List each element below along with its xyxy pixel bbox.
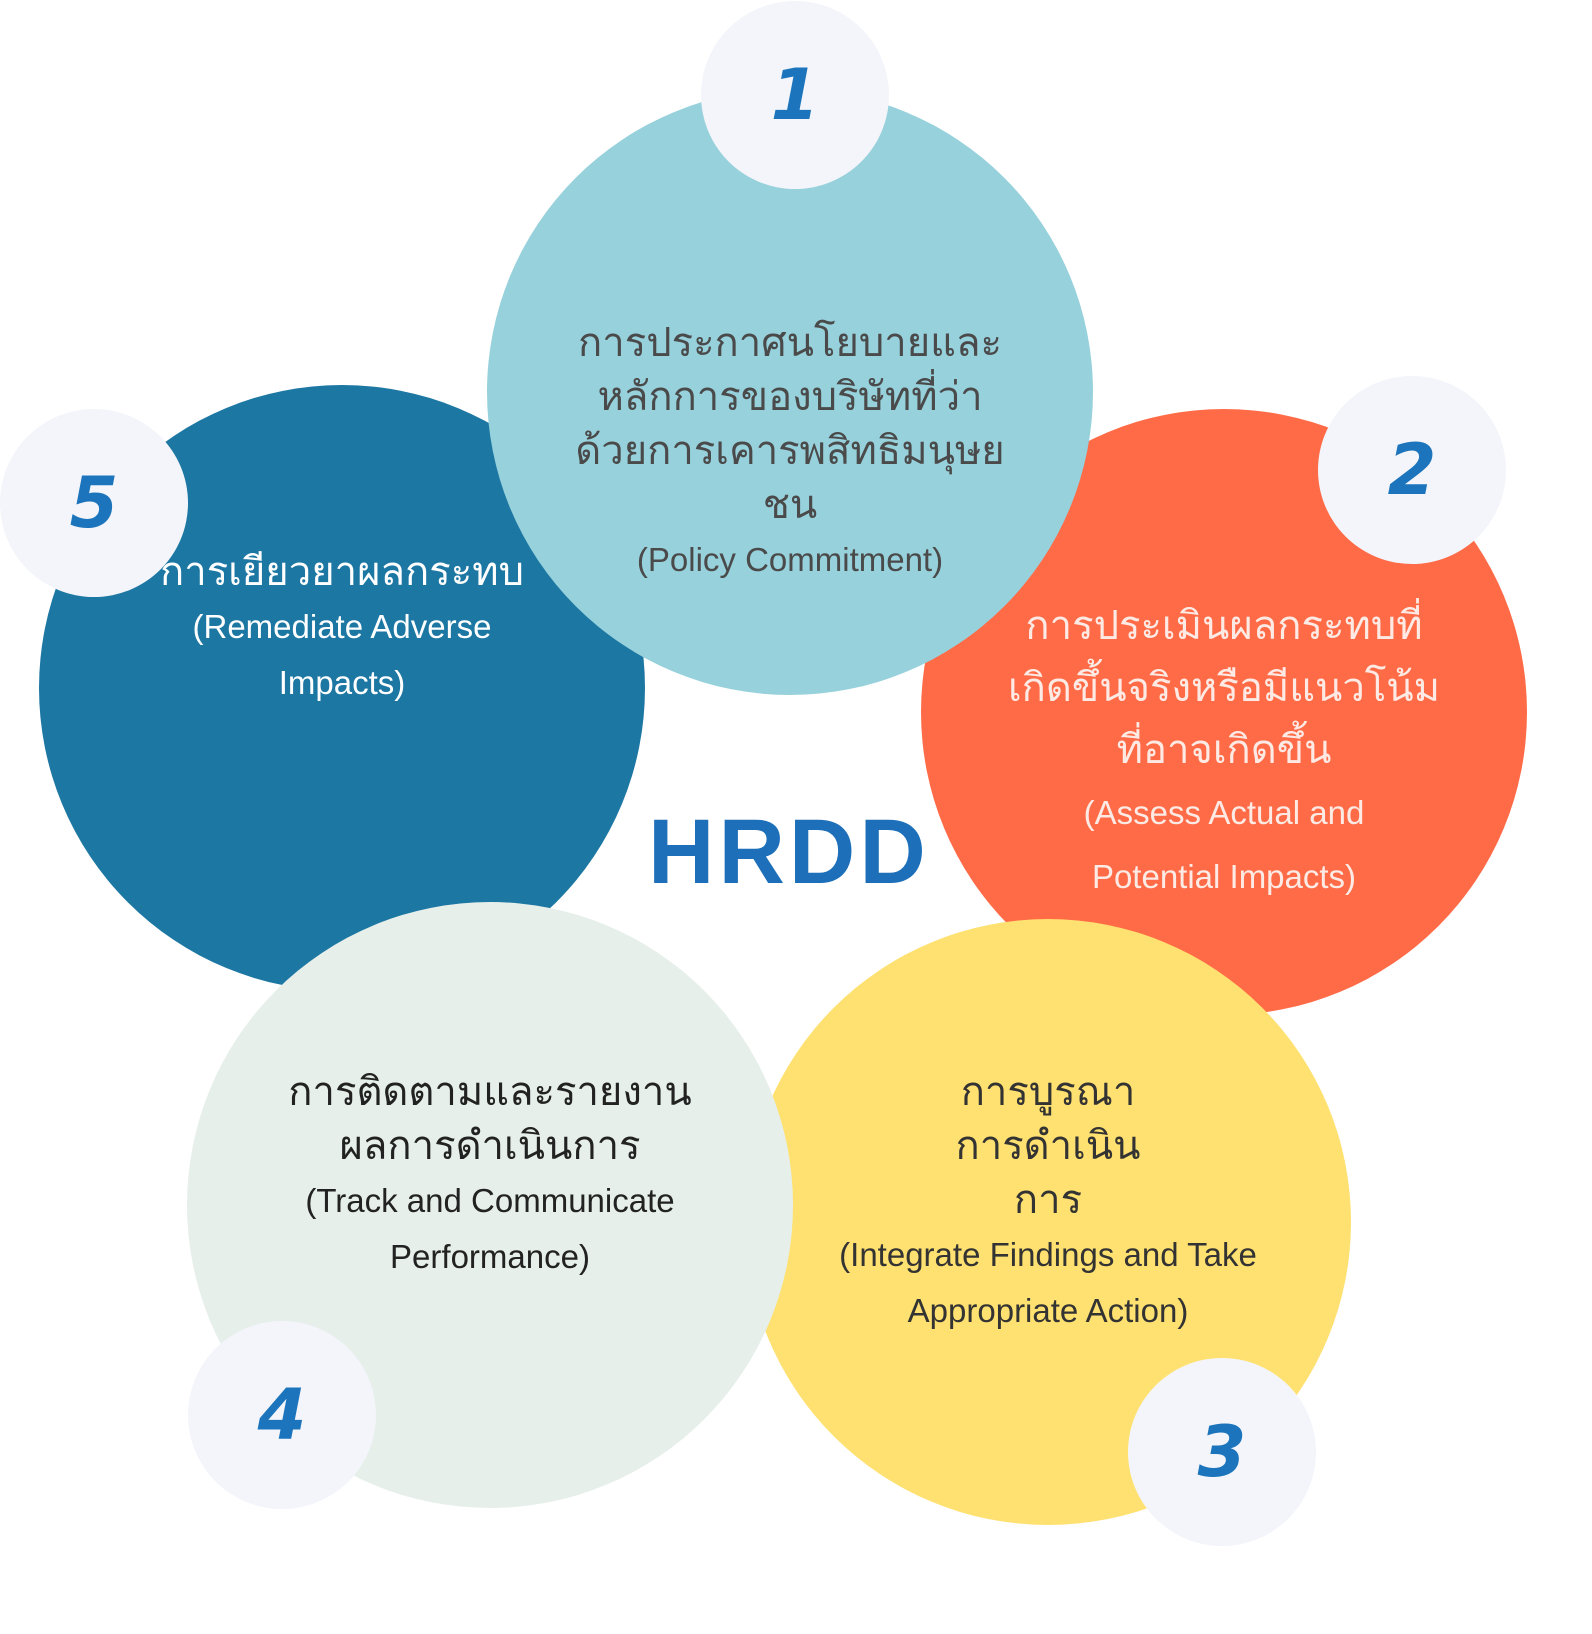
step-5-english: (Remediate Adverse Impacts) <box>192 608 492 701</box>
step-4-circle: การติดตามและรายงานผลการดำเนินการ (Track … <box>187 902 793 1508</box>
center-title: HRDD <box>648 801 930 903</box>
step-1-english: (Policy Commitment) <box>636 541 944 578</box>
step-2-thai: การประเมินผลกระทบที่เกิดขึ้นจริงหรือมีแน… <box>1007 603 1441 773</box>
step-4-english: (Track and Communicate Performance) <box>305 1182 675 1275</box>
step-5-thai: การเยียวยาผลกระทบ <box>160 549 524 595</box>
step-1-circle: การประกาศนโยบายและหลักการของบริษัทที่ว่า… <box>487 89 1093 695</box>
step-2-badge: 2 <box>1318 376 1506 564</box>
step-5-badge: 5 <box>0 409 188 597</box>
step-3-english: (Integrate Findings and Take Appropriate… <box>839 1236 1257 1329</box>
step-2-english: (Assess Actual and Potential Impacts) <box>1083 794 1365 895</box>
step-4-badge: 4 <box>188 1321 376 1509</box>
step-3-badge: 3 <box>1128 1358 1316 1546</box>
step-3-thai: การบูรณาการดำเนินการ <box>955 1069 1141 1223</box>
step-4-thai: การติดตามและรายงานผลการดำเนินการ <box>288 1069 692 1169</box>
step-1-badge: 1 <box>701 1 889 189</box>
step-1-thai: การประกาศนโยบายและหลักการของบริษัทที่ว่า… <box>575 320 1005 528</box>
